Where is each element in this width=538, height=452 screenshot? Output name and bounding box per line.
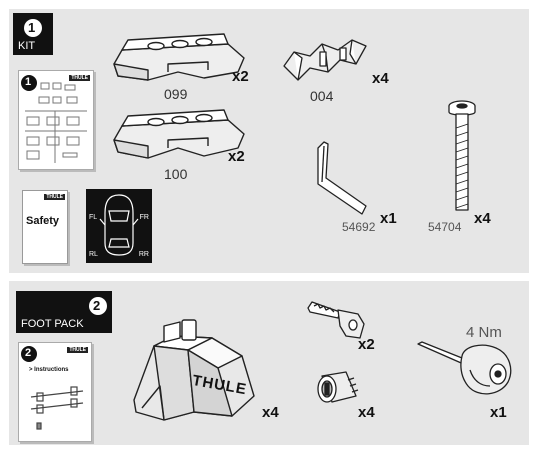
foot-qty: x4	[262, 404, 279, 421]
torque-tool-icon	[417, 341, 512, 395]
hex-key-icon	[317, 141, 367, 215]
clip-004-qty: x4	[372, 70, 389, 87]
key-icon	[307, 301, 365, 339]
kit-instructions-number: 1	[25, 76, 32, 88]
bolt-qty: x4	[474, 210, 491, 227]
kit-instructions-booklet: THULE 1	[18, 70, 94, 170]
pad-099-qty: x2	[232, 68, 249, 85]
foot-pack-badge: 2 FOOT PACK	[16, 291, 112, 333]
torque-value: 4 Nm	[466, 324, 502, 341]
foot-pack-label: FOOT PACK	[21, 318, 84, 330]
rubber-pad-100-icon	[113, 109, 245, 159]
car-position-diagram: FL FR RL RR	[86, 189, 152, 263]
safety-booklet: THULE Safety	[22, 190, 68, 264]
safety-brand: THULE	[44, 194, 65, 200]
foot-pack-badge-number: 2	[93, 298, 101, 313]
kit-label: KIT	[18, 40, 36, 52]
foot-pack-instructions-diagram-icon	[21, 346, 84, 430]
pad-100-code: 100	[164, 166, 188, 182]
clip-004-icon	[283, 39, 367, 81]
torque-tool-qty: x1	[490, 404, 507, 421]
car-label-rl: RL	[89, 251, 98, 258]
car-top-view-icon	[99, 194, 139, 256]
pad-099-code: 099	[164, 86, 188, 102]
key-qty: x2	[358, 336, 375, 353]
foot-pack-instructions-number: 2	[25, 347, 32, 359]
lock-cylinder-qty: x4	[358, 404, 375, 421]
foot-pack-badge-circle-icon	[89, 297, 107, 315]
kit-badge-number: 1	[28, 20, 36, 35]
foot-pack-instructions-brand: THULE	[67, 347, 88, 353]
kit-instructions-brand: THULE	[69, 75, 90, 81]
kit-instructions-diagram-icon	[21, 75, 87, 163]
lock-cylinder-icon	[317, 371, 359, 403]
clip-004-code: 004	[310, 88, 334, 104]
kit-badge: 1 KIT	[13, 13, 53, 55]
foot-pack-instructions-label: > Instructions	[29, 367, 69, 373]
roof-rack-foot-icon	[133, 319, 255, 421]
bolt-icon	[448, 100, 476, 211]
rubber-pad-099-icon	[113, 33, 245, 81]
car-label-fl: FL	[89, 214, 98, 221]
bolt-code: 54704	[428, 220, 462, 234]
car-label-fr: FR	[139, 214, 149, 221]
safety-label: Safety	[26, 215, 60, 227]
kit-badge-circle-icon	[24, 19, 42, 37]
foot-pack-instructions-booklet: THULE 2 > Instructions	[18, 342, 92, 442]
hex-key-code: 54692	[342, 220, 376, 234]
pad-100-qty: x2	[228, 148, 245, 165]
hex-key-qty: x1	[380, 210, 397, 227]
car-label-rr: RR	[138, 251, 149, 258]
